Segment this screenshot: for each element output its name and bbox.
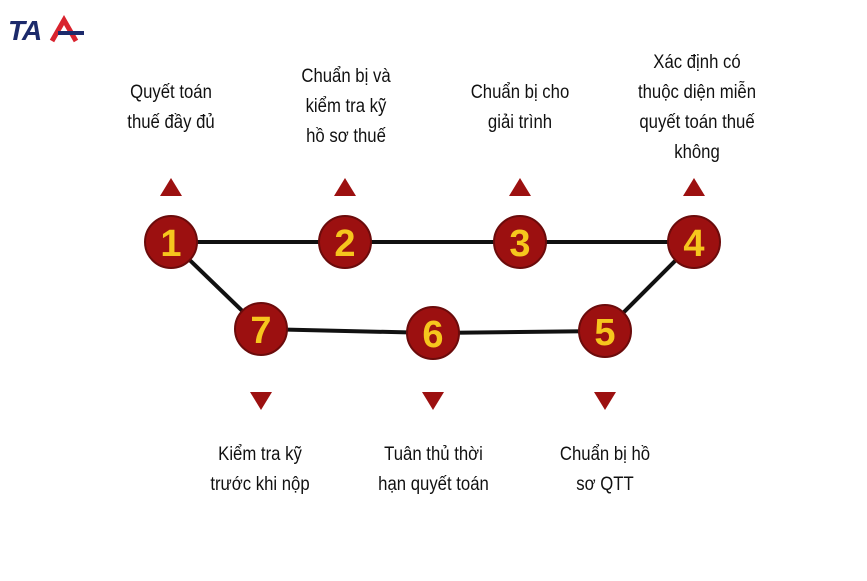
connector-5-6	[432, 329, 606, 335]
step-7-node	[234, 302, 288, 356]
down-arrow-icon	[594, 392, 616, 410]
step-1-node	[144, 215, 198, 269]
step-3-number: 3	[509, 223, 530, 265]
step-2-number: 2	[334, 223, 355, 265]
step-2-node	[318, 215, 372, 269]
step-4-number: 4	[683, 223, 704, 265]
step-1-number: 1	[160, 223, 181, 265]
step-5-label: Chuẩn bị hồ sơ QTT	[559, 444, 651, 495]
step-7-label: Kiểm tra kỹ trước khi nộp	[210, 444, 310, 495]
step-6-number: 6	[422, 314, 443, 356]
up-arrow-icon	[509, 178, 531, 196]
taca-logo: TA	[8, 14, 84, 46]
down-arrow-icon	[250, 392, 272, 410]
down-arrow-icon	[422, 392, 444, 410]
step-7-number: 7	[250, 310, 271, 352]
step-3-label: Chuẩn bị cho giải trình	[470, 82, 570, 133]
step-2-label: Chuẩn bị và kiểm tra kỹ hồ sơ thuế	[301, 66, 391, 147]
step-4-node	[667, 215, 721, 269]
step-3-node	[493, 215, 547, 269]
step-4-label: Xác định có thuộc diện miễn quyết toán t…	[637, 52, 757, 163]
svg-text:TA: TA	[8, 15, 41, 46]
step-6-node	[406, 306, 460, 360]
step-6-label: Tuân thủ thời hạn quyết toán	[378, 444, 489, 495]
up-arrow-icon	[334, 178, 356, 196]
up-arrow-icon	[160, 178, 182, 196]
connector-6-7	[260, 327, 434, 335]
step-1-label: Quyết toán thuế đầy đủ	[127, 82, 215, 133]
step-5-node	[578, 304, 632, 358]
step-5-number: 5	[594, 312, 615, 354]
up-arrow-icon	[683, 178, 705, 196]
